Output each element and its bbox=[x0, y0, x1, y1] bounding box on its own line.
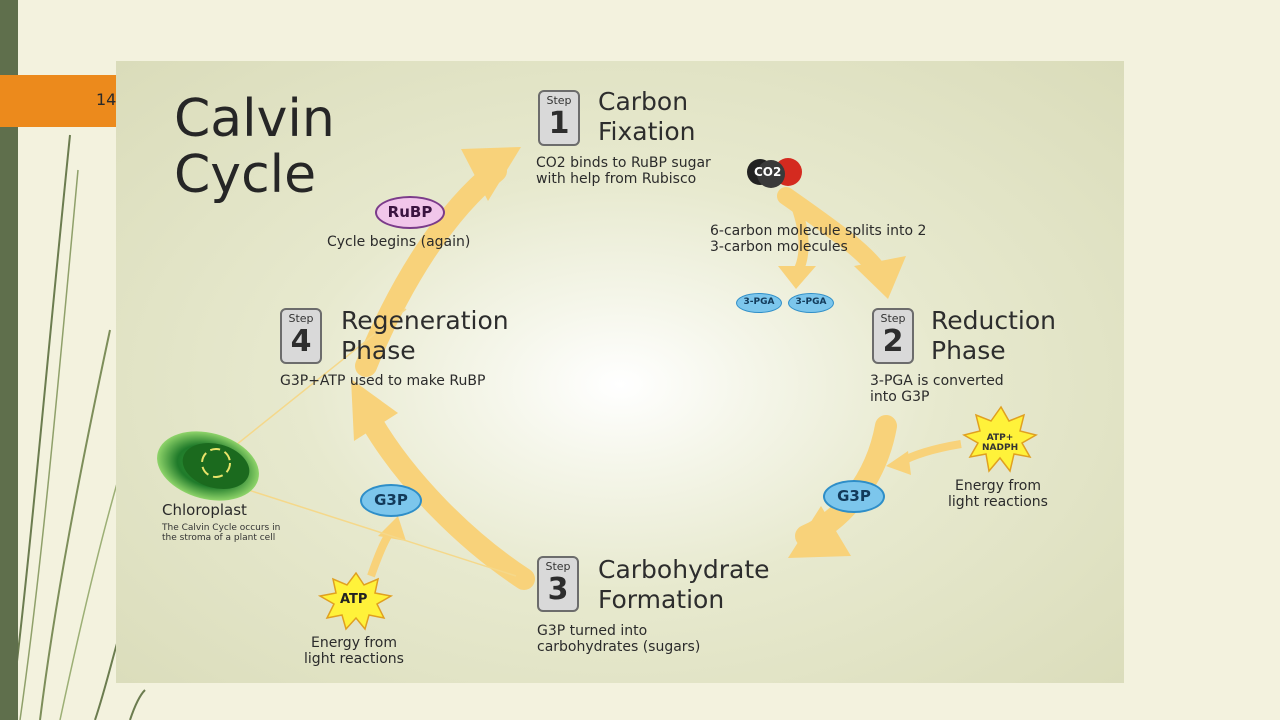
caption-line: light reactions bbox=[304, 651, 404, 667]
caption-line: Energy from bbox=[310, 635, 398, 651]
g3p-bubble-right: G3P bbox=[823, 480, 885, 513]
step-2-badge: Step 2 bbox=[872, 308, 914, 364]
heading-line: Carbohydrate bbox=[598, 555, 770, 584]
label-line: ATP+ bbox=[986, 433, 1014, 443]
title-line-2: Cycle bbox=[174, 145, 317, 205]
description-line: with help from Rubisco bbox=[536, 171, 697, 187]
caption-line: light reactions bbox=[948, 494, 1048, 510]
atp-nadph-starburst bbox=[962, 405, 1038, 473]
step-label: Step bbox=[288, 312, 314, 325]
step-4-description: G3P+ATP used to make RuBP bbox=[280, 373, 486, 389]
split-description: 6-carbon molecule splits into 2 3-carbon… bbox=[710, 223, 926, 255]
calvin-cycle-figure: Calvin Cycle Step 1 Carbon Fixation CO2 … bbox=[116, 61, 1124, 683]
rubp-bubble: RuBP bbox=[375, 196, 445, 229]
chloroplast-label: Chloroplast bbox=[162, 501, 247, 519]
atp-label: ATP bbox=[340, 592, 368, 607]
arrow-carbohydrate-to-regeneration bbox=[360, 410, 535, 590]
energy-left-caption: Energy from light reactions bbox=[294, 635, 414, 667]
heading-line: Regeneration bbox=[341, 306, 509, 335]
step-1-badge: Step 1 bbox=[538, 90, 580, 146]
description-line: CO2 binds to RuBP sugar bbox=[536, 155, 711, 171]
description-line: 3-carbon molecules bbox=[710, 239, 848, 255]
co2-label: CO2 bbox=[754, 165, 782, 179]
decorative-stripes bbox=[9, 134, 146, 720]
step-3-heading: Carbohydrate Formation bbox=[598, 555, 770, 615]
chloroplast-description: The Calvin Cycle occurs in the stroma of… bbox=[162, 523, 280, 543]
g3p-bubble-left: G3P bbox=[360, 484, 422, 517]
heading-line: Phase bbox=[341, 336, 416, 365]
3-pga-bubble: 3-PGA bbox=[788, 293, 834, 313]
arrowhead-left bbox=[351, 379, 398, 441]
step-number: 2 bbox=[882, 324, 904, 359]
step-2-heading: Reduction Phase bbox=[931, 306, 1056, 366]
step-1-heading: Carbon Fixation bbox=[598, 87, 696, 147]
step-label: Step bbox=[545, 560, 571, 573]
description-line: into G3P bbox=[870, 389, 930, 405]
atp-nadph-label: ATP+ NADPH bbox=[982, 433, 1019, 453]
diagram-title: Calvin Cycle bbox=[174, 91, 335, 203]
heading-line: Reduction bbox=[931, 306, 1056, 335]
cycle-begins-caption: Cycle begins (again) bbox=[327, 234, 471, 250]
step-3-description: G3P turned into carbohydrates (sugars) bbox=[537, 623, 700, 655]
step-label: Step bbox=[880, 312, 906, 325]
step-number: 1 bbox=[548, 106, 570, 141]
co2-molecule-icon bbox=[747, 158, 802, 188]
description-line: the stroma of a plant cell bbox=[162, 533, 276, 543]
left-accent-bar bbox=[0, 0, 18, 720]
atp-starburst bbox=[317, 571, 394, 631]
step-3-badge: Step 3 bbox=[537, 556, 579, 612]
arrowhead-reduction bbox=[854, 256, 906, 299]
caption-line: Energy from bbox=[954, 478, 1042, 494]
description-line: G3P turned into bbox=[537, 623, 648, 639]
heading-line: Carbon bbox=[598, 87, 689, 116]
heading-line: Phase bbox=[931, 336, 1006, 365]
3-pga-bubble: 3-PGA bbox=[736, 293, 782, 313]
step-4-badge: Step 4 bbox=[280, 308, 322, 364]
arrowhead-top bbox=[461, 147, 521, 201]
step-1-description: CO2 binds to RuBP sugar with help from R… bbox=[536, 155, 711, 187]
description-line: The Calvin Cycle occurs in bbox=[162, 523, 281, 533]
description-line: carbohydrates (sugars) bbox=[537, 639, 701, 655]
slide-number: 14 bbox=[96, 90, 117, 109]
step-4-heading: Regeneration Phase bbox=[341, 306, 509, 366]
orange-tab bbox=[0, 75, 116, 127]
step-label: Step bbox=[546, 94, 572, 107]
description-line: 6-carbon molecule splits into 2 bbox=[710, 223, 927, 239]
arrow-regeneration-to-fixation bbox=[355, 160, 507, 377]
heading-line: Formation bbox=[598, 585, 725, 614]
heading-line: Fixation bbox=[598, 117, 696, 146]
step-number: 4 bbox=[290, 324, 312, 359]
arrowhead-bottom bbox=[788, 506, 851, 558]
step-2-description: 3-PGA is converted into G3P bbox=[870, 373, 1004, 405]
chloroplast-icon bbox=[157, 431, 259, 501]
description-line: 3-PGA is converted bbox=[870, 373, 1004, 389]
energy-right-caption: Energy from light reactions bbox=[938, 478, 1058, 510]
step-number: 3 bbox=[547, 572, 569, 607]
title-line-1: Calvin bbox=[174, 89, 335, 149]
cycle-arrows bbox=[157, 147, 1038, 631]
label-line: NADPH bbox=[982, 443, 1019, 453]
